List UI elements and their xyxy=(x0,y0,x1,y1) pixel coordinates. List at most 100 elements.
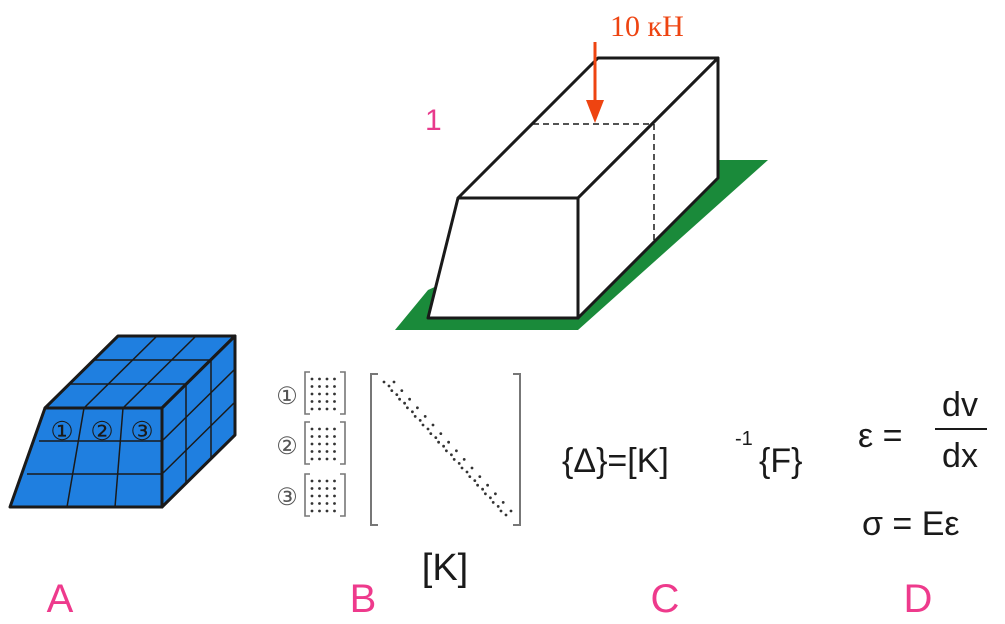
global-matrix-entry xyxy=(468,475,472,478)
strain-denominator: dx xyxy=(942,437,978,475)
element-matrix-entry xyxy=(333,407,336,411)
element-matrix-entry xyxy=(318,487,321,490)
global-matrix-entry xyxy=(470,466,474,470)
element-matrix-brackets xyxy=(304,421,346,465)
element-matrix-entry xyxy=(325,442,329,446)
element-matrix-entry xyxy=(325,509,329,513)
element-matrix-entry xyxy=(310,457,314,461)
global-matrix-entry xyxy=(455,449,458,453)
element-matrix-entry xyxy=(318,509,321,513)
element-matrix-entry xyxy=(310,494,314,498)
global-matrix-entry xyxy=(406,406,409,410)
stiffness-matrix-label: [K] xyxy=(422,547,468,589)
global-matrix-entry xyxy=(481,487,484,491)
global-matrix-entry xyxy=(465,470,469,474)
element-matrix-entry xyxy=(333,427,336,431)
element-matrix-entry xyxy=(333,400,336,403)
element-matrix-entry xyxy=(310,400,314,403)
element-matrix-entry xyxy=(318,377,321,381)
equation-right: {F} xyxy=(759,442,802,480)
global-matrix-entry xyxy=(387,384,391,388)
global-matrix-entry xyxy=(501,501,505,504)
element-matrix-entry xyxy=(333,509,336,513)
global-matrix-entry xyxy=(434,436,438,439)
element-matrix-brackets xyxy=(304,371,346,415)
equation-left: {Δ}=[K] xyxy=(562,442,669,480)
element-matrix-entry xyxy=(318,407,321,411)
element-matrix-entry xyxy=(318,494,321,498)
element-matrix-entry xyxy=(318,457,321,461)
global-matrix-entry xyxy=(416,406,419,410)
element-matrix-entry xyxy=(310,442,314,446)
mesh-element-2: ② xyxy=(90,416,113,446)
global-matrix-entry xyxy=(421,423,425,427)
element-matrix-entry xyxy=(325,435,329,438)
global-matrix-entry xyxy=(499,509,503,513)
loaded-part-figure: 10 кН 1 xyxy=(395,10,768,330)
global-matrix-entry xyxy=(398,397,401,401)
element-matrix-entry xyxy=(325,487,329,490)
element-matrix-entry xyxy=(333,392,336,396)
element-matrix-entry xyxy=(333,502,336,505)
strain-numerator: dv xyxy=(942,386,978,424)
global-matrix-entry xyxy=(509,509,513,513)
mesh-element-1: ① xyxy=(50,416,73,446)
element-matrix-label-1: ① xyxy=(276,383,298,410)
global-matrix-entry xyxy=(426,427,430,431)
element-matrix-entry xyxy=(325,385,329,388)
element-matrix-entry xyxy=(318,435,321,438)
solution-equation: {Δ}=[K] -1 {F} xyxy=(562,428,802,480)
element-matrix-entry xyxy=(310,450,314,453)
global-matrix-left-bracket xyxy=(370,373,378,526)
part-front-face xyxy=(426,196,580,320)
global-matrix-entries xyxy=(382,380,513,517)
element-matrix-entry xyxy=(333,479,336,483)
global-matrix-right-bracket xyxy=(513,373,521,526)
global-matrix-entry xyxy=(450,453,453,457)
element-matrix-entry xyxy=(325,427,329,431)
global-matrix-entry xyxy=(504,513,508,517)
global-matrix-entry xyxy=(447,440,450,444)
element-matrix-entry xyxy=(318,502,321,505)
global-matrix-entry xyxy=(473,479,477,482)
part-number-label: 1 xyxy=(425,104,442,137)
global-matrix-entry xyxy=(478,475,482,478)
element-matrix-entry xyxy=(325,377,329,381)
element-matrix-entry xyxy=(310,407,314,411)
global-matrix-entry xyxy=(484,492,487,496)
element-matrix-entry xyxy=(318,442,321,446)
element-matrix-entry xyxy=(325,450,329,453)
strain-stress-formulas: ε = dv dx σ = Eε xyxy=(858,386,987,543)
global-matrix-entry xyxy=(431,423,435,427)
step-label-d: D xyxy=(904,577,933,621)
element-matrix-entry xyxy=(310,509,314,513)
mesh-grid-lines xyxy=(27,335,236,508)
element-matrix-label-2: ② xyxy=(276,433,298,460)
element-matrix-entry xyxy=(310,385,314,388)
global-matrix-entry xyxy=(395,393,399,396)
global-matrix-entry xyxy=(496,505,500,508)
global-matrix-entry xyxy=(486,483,489,487)
element-matrix-group xyxy=(304,371,346,517)
global-matrix-entry xyxy=(437,440,440,444)
element-matrix-entry xyxy=(318,479,321,483)
global-matrix-entry xyxy=(445,449,448,453)
global-matrix-entry xyxy=(403,401,406,405)
element-matrix-entry xyxy=(325,502,329,505)
element-matrix-entry xyxy=(318,450,321,453)
global-matrix-entry xyxy=(400,389,404,392)
global-matrix-entry xyxy=(457,462,461,465)
element-matrix-entry xyxy=(318,400,321,403)
global-matrix-entry xyxy=(423,415,427,418)
stress-formula: σ = Eε xyxy=(862,505,960,543)
element-matrix-entry xyxy=(333,494,336,498)
element-matrix-entry xyxy=(333,377,336,381)
element-matrix-entry xyxy=(310,435,314,438)
global-matrix-entry xyxy=(489,496,492,500)
mesh-element-3: ③ xyxy=(130,416,153,446)
global-matrix-entry xyxy=(392,380,396,384)
global-matrix-entry xyxy=(494,492,497,496)
element-matrix-entry xyxy=(325,479,329,483)
element-matrix-label-3: ③ xyxy=(276,484,298,511)
